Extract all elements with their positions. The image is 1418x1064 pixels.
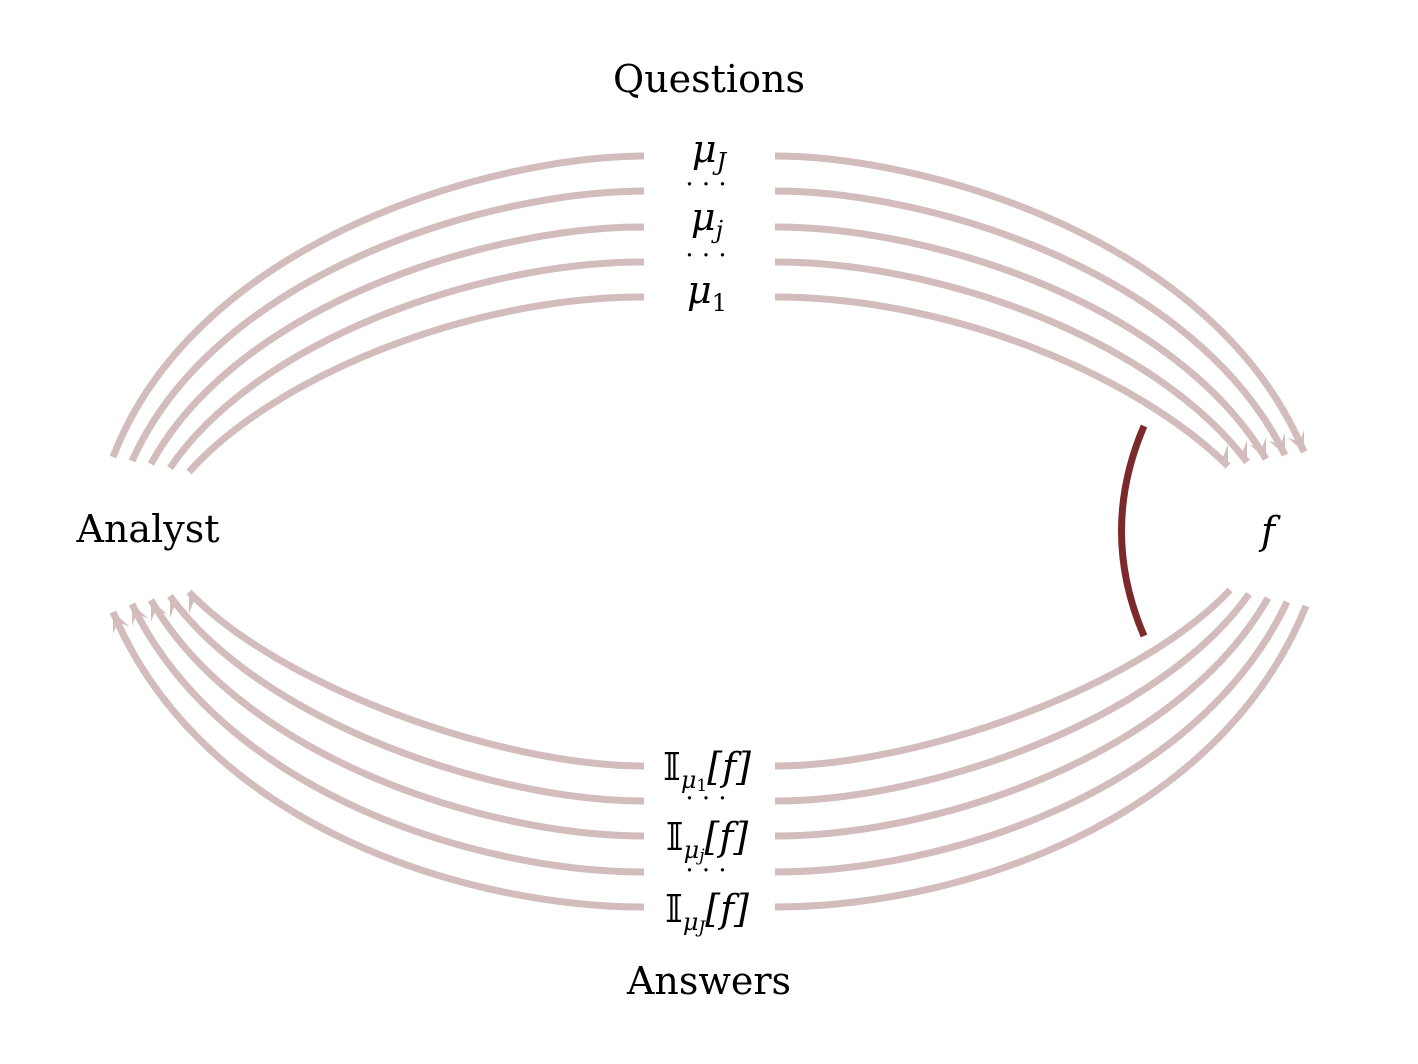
answer-arrow-right-4: [774, 604, 1310, 911]
answer-arrow-left-2: [147, 598, 645, 840]
function-node: f: [1258, 509, 1281, 553]
question-arrowhead-0: [1287, 430, 1304, 452]
question-label-1: μ1: [687, 268, 727, 317]
answer-arrowhead-2: [151, 600, 168, 622]
answer-arrows: [109, 587, 1310, 911]
questions-title: Questions: [613, 57, 805, 101]
analyst-node: Analyst: [76, 507, 220, 551]
question-label-J: μJ: [692, 127, 728, 176]
answer-arrowhead-4: [113, 612, 130, 634]
answer-arrowhead-3: [132, 604, 149, 626]
question-dots-lower: · · ·: [685, 241, 726, 271]
question-arrow-left-1: [128, 187, 645, 463]
question-arrow-right-1: [774, 187, 1289, 457]
question-arrow-right-0: [774, 152, 1308, 454]
answer-arrow-right-2: [774, 596, 1272, 840]
answer-arrow-right-1: [774, 591, 1252, 805]
question-dots-upper: · · ·: [685, 170, 726, 200]
answer-arrow-left-0: [186, 589, 645, 770]
question-arrow-left-4: [186, 293, 645, 475]
question-arrowhead-2: [1249, 437, 1266, 459]
question-arrow-right-4: [774, 293, 1231, 469]
answer-arrow-left-1: [167, 593, 645, 805]
question-arrow-left-0: [109, 152, 645, 459]
question-arrow-left-2: [147, 223, 645, 466]
question-arrow-right-3: [774, 258, 1250, 465]
question-arrowhead-4: [1211, 444, 1228, 466]
question-arrowhead-3: [1230, 440, 1247, 462]
question-arrow-right-2: [774, 223, 1270, 461]
answer-arrow-left-3: [128, 602, 645, 876]
answer-label-j: 𝕀μj[f]: [666, 815, 749, 866]
question-arrowhead-1: [1268, 433, 1285, 455]
answer-arrowhead-1: [170, 596, 187, 618]
answer-label-J: 𝕀μJ[f]: [665, 887, 749, 938]
answer-arrowhead-0: [189, 592, 206, 614]
answer-dots-lower: · · ·: [685, 856, 726, 886]
answer-arrow-right-0: [774, 587, 1233, 770]
question-label-j: μj: [691, 195, 724, 244]
answer-arrow-left-4: [109, 610, 645, 911]
question-sub-1: 1: [712, 289, 727, 317]
barrier-arc: [1118, 424, 1148, 638]
answer-label-1: 𝕀μ1[f]: [663, 745, 751, 796]
answer-dots-upper: · · ·: [685, 784, 726, 814]
question-arrow-left-3: [167, 258, 645, 470]
question-arrows: [109, 152, 1308, 475]
answer-arrow-right-3: [774, 600, 1291, 876]
answers-title: Answers: [626, 959, 791, 1003]
